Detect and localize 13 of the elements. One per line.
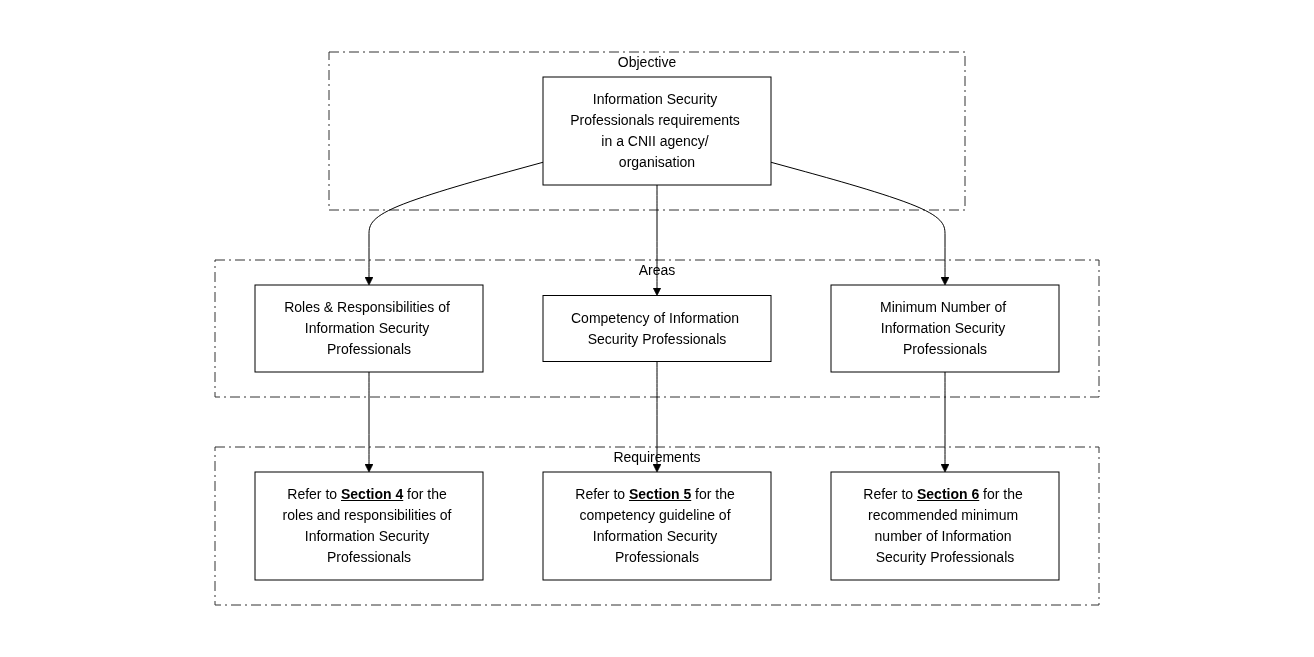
arrow — [770, 161, 950, 286]
arrow — [364, 371, 374, 473]
node-box: Refer to Section 6 for the recommended minimum number of Information Security Professionals — [830, 471, 1060, 581]
node-box: Refer to Section 4 for the roles and responsibilities of Information Security Professionals — [254, 471, 484, 581]
node-box: Refer to Section 5 for the competency guideline of Information Security Professionals — [542, 471, 772, 581]
arrow — [652, 361, 662, 473]
node-box: Minimum Number of Information Security Professionals — [830, 284, 1060, 373]
node-box: Competency of Information Security Professionals — [542, 295, 772, 362]
arrow — [940, 371, 950, 473]
arrow — [364, 161, 544, 286]
arrow — [652, 184, 662, 296]
node-box: Roles & Responsibilities of Information Security Professionals — [254, 284, 484, 373]
node-box: Information Security Professionals requirements in a CNII agency/ organisation — [542, 76, 772, 186]
